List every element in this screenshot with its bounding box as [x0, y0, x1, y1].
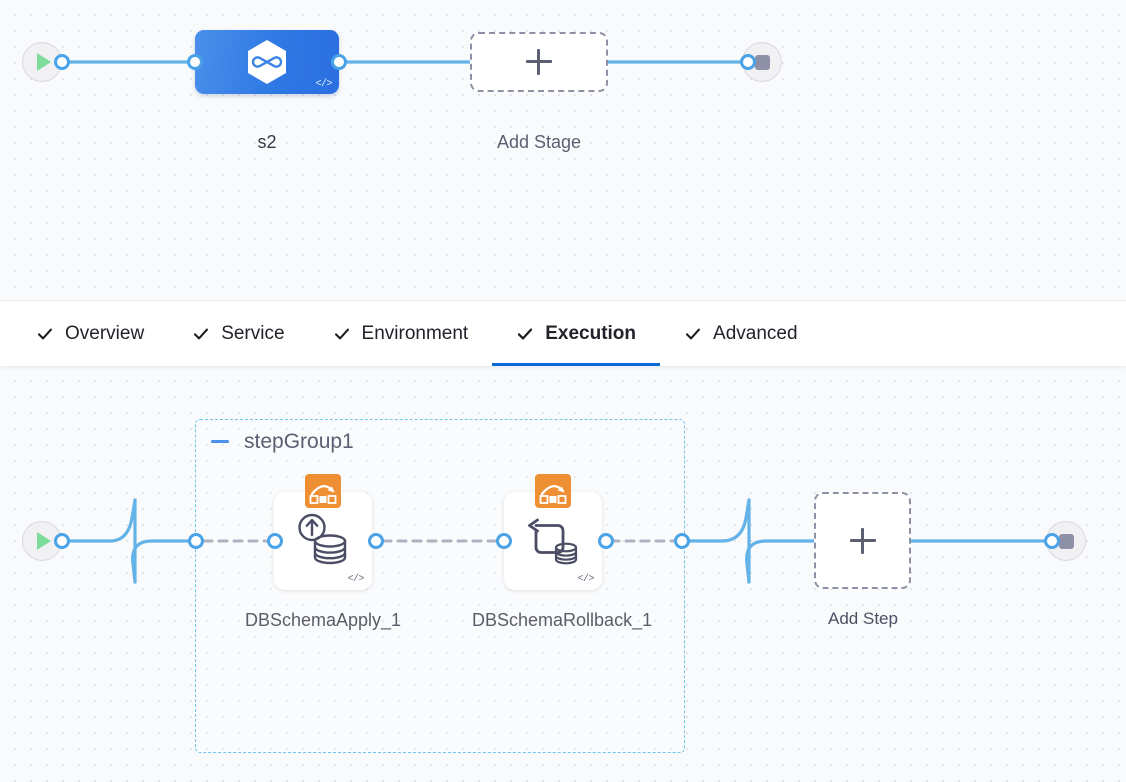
tab-environment[interactable]: Environment	[309, 301, 493, 366]
minus-icon[interactable]	[210, 432, 230, 452]
liquibase-icon	[305, 474, 341, 508]
stage-node-s2[interactable]: </>	[195, 30, 339, 94]
tab-service-label: Service	[221, 322, 285, 344]
tab-service[interactable]: Service	[168, 301, 308, 366]
tab-advanced-label: Advanced	[713, 322, 798, 344]
step-group-output-port[interactable]	[674, 533, 690, 549]
execution-start-output-port[interactable]	[54, 533, 70, 549]
stage-code-badge: </>	[315, 79, 332, 90]
step-group-input-port[interactable]	[188, 533, 204, 549]
step-1-input-port[interactable]	[267, 533, 283, 549]
step-group-header[interactable]: stepGroup1	[210, 430, 354, 454]
check-icon	[333, 325, 351, 343]
tab-execution-label: Execution	[545, 322, 637, 344]
step-2-output-port[interactable]	[598, 533, 614, 549]
stage-config-tabs[interactable]: Overview Service Environment Execution A…	[0, 300, 1126, 366]
step-card-dbschemarollback[interactable]: </>	[504, 474, 602, 590]
tab-advanced[interactable]: Advanced	[660, 301, 822, 366]
stop-icon	[754, 54, 770, 70]
tab-execution[interactable]: Execution	[492, 301, 660, 366]
step-2-label: DBSchemaRollback_1	[472, 610, 653, 630]
add-stage-label: Add Stage	[496, 132, 582, 152]
step-code-badge: </>	[347, 574, 364, 585]
play-icon	[37, 532, 51, 550]
step-1-output-port[interactable]	[368, 533, 384, 549]
execution-end-input-port[interactable]	[1044, 533, 1060, 549]
step-card-dbschemaapply[interactable]: </>	[274, 474, 372, 590]
db-schema-rollback-icon	[522, 509, 584, 576]
stage-label: s2	[257, 132, 277, 152]
check-icon	[684, 325, 702, 343]
step-group-container[interactable]	[195, 419, 685, 753]
check-icon	[516, 325, 534, 343]
start-output-port[interactable]	[54, 54, 70, 70]
end-input-port[interactable]	[740, 54, 756, 70]
tab-overview-label: Overview	[65, 322, 145, 344]
play-icon	[37, 53, 51, 71]
step-group-title: stepGroup1	[244, 430, 354, 453]
execution-end-node[interactable]	[1046, 521, 1086, 561]
hexagon-infinity-icon	[246, 39, 288, 85]
step-2-input-port[interactable]	[496, 533, 512, 549]
add-step-button[interactable]	[814, 492, 911, 589]
tab-overview[interactable]: Overview	[12, 301, 168, 366]
step-1-label: DBSchemaApply_1	[244, 610, 402, 630]
pipeline-end-node[interactable]	[742, 42, 782, 82]
execution-canvas[interactable]: stepGroup1	[0, 366, 1126, 782]
stage-output-port[interactable]	[331, 54, 347, 70]
add-step-label: Add Step	[828, 609, 898, 628]
check-icon	[36, 325, 54, 343]
step-code-badge: </>	[577, 574, 594, 585]
plus-icon	[849, 527, 876, 554]
tab-environment-label: Environment	[361, 322, 469, 344]
add-stage-button[interactable]	[470, 32, 608, 92]
stop-icon	[1058, 533, 1074, 549]
stage-canvas[interactable]: </> s2 Add Stage	[0, 0, 1126, 300]
db-schema-apply-icon	[292, 509, 354, 576]
plus-icon	[526, 49, 552, 75]
stage-input-port[interactable]	[187, 54, 203, 70]
liquibase-icon	[535, 474, 571, 508]
check-icon	[192, 325, 210, 343]
